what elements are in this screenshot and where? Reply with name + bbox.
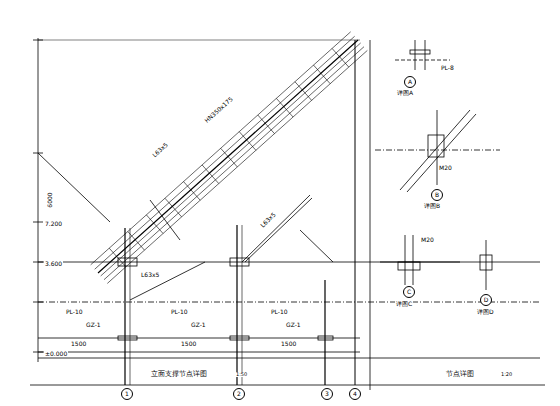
- drawing-label: 6000: [47, 191, 53, 208]
- drawing-label: 详图B: [423, 203, 441, 209]
- section-marker: 3: [321, 388, 333, 400]
- drawing-label: HN350x175: [203, 95, 235, 125]
- section-marker: D: [480, 294, 492, 306]
- drawing-label: PL-10: [65, 309, 84, 315]
- drawing-label: L63x5: [151, 141, 170, 159]
- drawing-label: 详图A: [396, 90, 414, 96]
- marker-letter: B: [435, 192, 439, 198]
- drawing-label: 3.600: [44, 261, 63, 267]
- section-marker: 2: [233, 388, 245, 400]
- drawing-label: GZ-1: [190, 322, 207, 328]
- marker-letter: 3: [325, 391, 329, 397]
- drawing-label: ±0.000: [44, 351, 68, 357]
- section-marker: C: [403, 286, 415, 298]
- section-marker: A: [404, 76, 416, 88]
- section-marker: B: [431, 189, 443, 201]
- marker-letter: 4: [353, 391, 357, 397]
- drawing-label: 1500: [280, 341, 297, 347]
- drawing-label: PL-8: [440, 65, 455, 71]
- drawing-label: M20: [420, 237, 435, 243]
- section-marker: 4: [349, 388, 361, 400]
- marker-letter: D: [484, 297, 489, 303]
- drawing-label: M20: [438, 165, 453, 171]
- drawing-label: PL-10: [270, 309, 289, 315]
- drawing-label: L63x5: [259, 211, 278, 230]
- drawing-label: GZ-1: [285, 322, 302, 328]
- drawing-label: PL-10: [170, 309, 189, 315]
- marker-letter: C: [407, 289, 411, 295]
- drawing-label: 1500: [180, 341, 197, 347]
- drawing-label: 7.200: [44, 221, 63, 227]
- marker-letter: A: [408, 79, 412, 85]
- drawing-label: 1:50: [235, 372, 248, 377]
- marker-letter: 1: [125, 391, 129, 397]
- drawing-label: 详图C: [395, 301, 413, 307]
- drawing-label: 1:20: [500, 372, 513, 377]
- drawing-label: 立面支撑节点详图: [150, 371, 208, 378]
- drawing-label: 详图D: [476, 309, 495, 315]
- drawing-label: L63x5: [140, 272, 160, 278]
- marker-letter: 2: [237, 391, 241, 397]
- drawing-label: 1500: [70, 341, 87, 347]
- drawing-label: 节点详图: [445, 371, 475, 378]
- drawing-label: GZ-1: [85, 322, 102, 328]
- section-marker: 1: [121, 388, 133, 400]
